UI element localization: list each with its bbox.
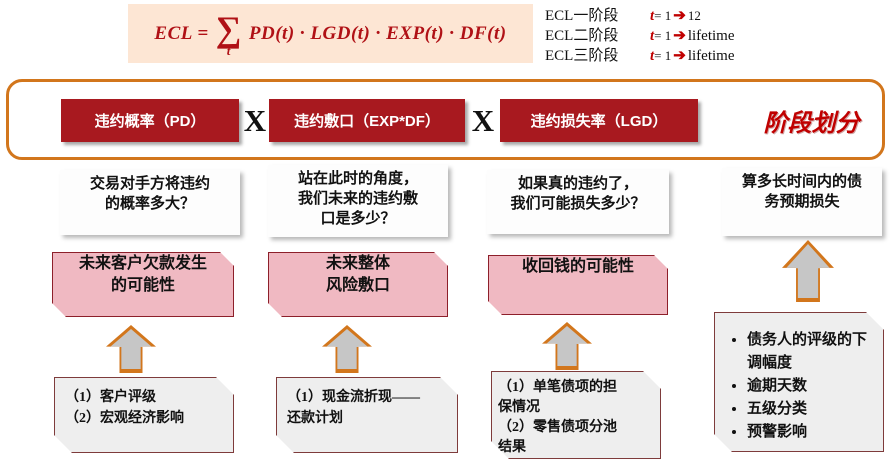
- detail-box-ecl: 债务人的评级的下调幅度 逾期天数 五级分类 预警影响: [714, 312, 884, 452]
- up-arrow-icon-ecl: [782, 240, 834, 302]
- stage-3-eq: = 1: [654, 48, 672, 63]
- stage-legend-row-3: ECL三阶段 t= 1➔lifetime: [545, 46, 880, 66]
- ecl-factor-list: 债务人的评级的下调幅度 逾期天数 五级分类 预警影响: [729, 329, 873, 444]
- stage-1-eq: = 1: [654, 8, 672, 23]
- ecl-formula-text: ECL = ∑ t PD(t) · LGD(t) · EXP(t) · DF(t…: [154, 11, 506, 57]
- list-item: 五级分类: [747, 398, 873, 421]
- up-arrow-icon-lgd: [542, 322, 592, 370]
- question-box-lgd: 如果真的违约了， 我们可能损失多少？: [487, 170, 669, 234]
- stage-division-label: 阶段划分: [763, 110, 860, 137]
- summation-symbol: ∑ t: [216, 11, 242, 57]
- stage-1-value: 12: [687, 8, 701, 23]
- stage-3-condition: t= 1➔lifetime: [650, 46, 735, 66]
- stage-1-var: t: [650, 8, 655, 24]
- formula-rhs: PD(t) · LGD(t) · EXP(t) · DF(t): [248, 22, 507, 44]
- detail-box-exp: （1）现金流折现—— 还款计划: [276, 377, 458, 453]
- multiply-operator-1: X: [243, 103, 267, 138]
- multiply-operator-2: X: [471, 103, 495, 138]
- stage-2-label: ECL二阶段: [545, 28, 619, 44]
- stage-3-var: t: [650, 48, 655, 64]
- detail-box-pd: （1）客户评级 （2）宏观经济影响: [54, 377, 234, 453]
- up-arrow-icon-pd: [106, 325, 156, 373]
- up-arrow-icon-exp: [322, 325, 372, 373]
- sigma-glyph: ∑: [215, 8, 242, 49]
- question-box-exp: 站在此时的角度， 我们未来的违约敷 口是多少？: [268, 165, 448, 237]
- stage-1-label: ECL一阶段: [545, 8, 619, 24]
- stage-2-eq: = 1: [654, 28, 672, 43]
- stage-1-arrow-icon: ➔: [673, 8, 686, 24]
- ecl-formula-banner: ECL = ∑ t PD(t) · LGD(t) · EXP(t) · DF(t…: [128, 4, 533, 63]
- stage-1-condition: t= 1➔12: [650, 6, 701, 26]
- stage-legend: ECL一阶段 t= 1➔12 ECL二阶段 t= 1➔lifetime ECL三…: [545, 6, 880, 66]
- stage-3-arrow-icon: ➔: [673, 48, 686, 64]
- question-box-ecl: 算多长时间内的债 务预期损失: [722, 168, 882, 236]
- stage-2-arrow-icon: ➔: [673, 28, 686, 44]
- list-item: 逾期天数: [747, 375, 873, 398]
- stage-3-value: lifetime: [687, 48, 735, 64]
- stage-2-value: lifetime: [687, 28, 735, 44]
- factor-box-exp[interactable]: 违约敷口（EXP*DF）: [269, 99, 465, 142]
- stage-legend-row-2: ECL二阶段 t= 1➔lifetime: [545, 26, 880, 46]
- list-item: 预警影响: [747, 421, 873, 444]
- detail-box-lgd: （1）单笔债项的担 保情况 （2）零售债项分池 结果: [491, 371, 661, 459]
- meaning-box-pd: 未来客户欠款发生 的可能性: [52, 252, 234, 317]
- factor-box-pd[interactable]: 违约概率（PD）: [61, 99, 239, 142]
- meaning-box-lgd: 收回钱的可能性: [488, 255, 668, 315]
- stage-2-condition: t= 1➔lifetime: [650, 26, 735, 46]
- formula-lhs: ECL =: [154, 22, 209, 44]
- question-box-pd: 交易对手方将违约 的概率多大？: [60, 170, 240, 235]
- stage-legend-row-1: ECL一阶段 t= 1➔12: [545, 6, 880, 26]
- list-item: 债务人的评级的下调幅度: [747, 329, 873, 375]
- stage-2-var: t: [650, 28, 655, 44]
- sigma-subscript: t: [226, 42, 231, 58]
- meaning-box-exp: 未来整体 风险敷口: [268, 252, 448, 317]
- factor-box-lgd[interactable]: 违约损失率（LGD）: [500, 99, 698, 142]
- stage-3-label: ECL三阶段: [545, 48, 619, 64]
